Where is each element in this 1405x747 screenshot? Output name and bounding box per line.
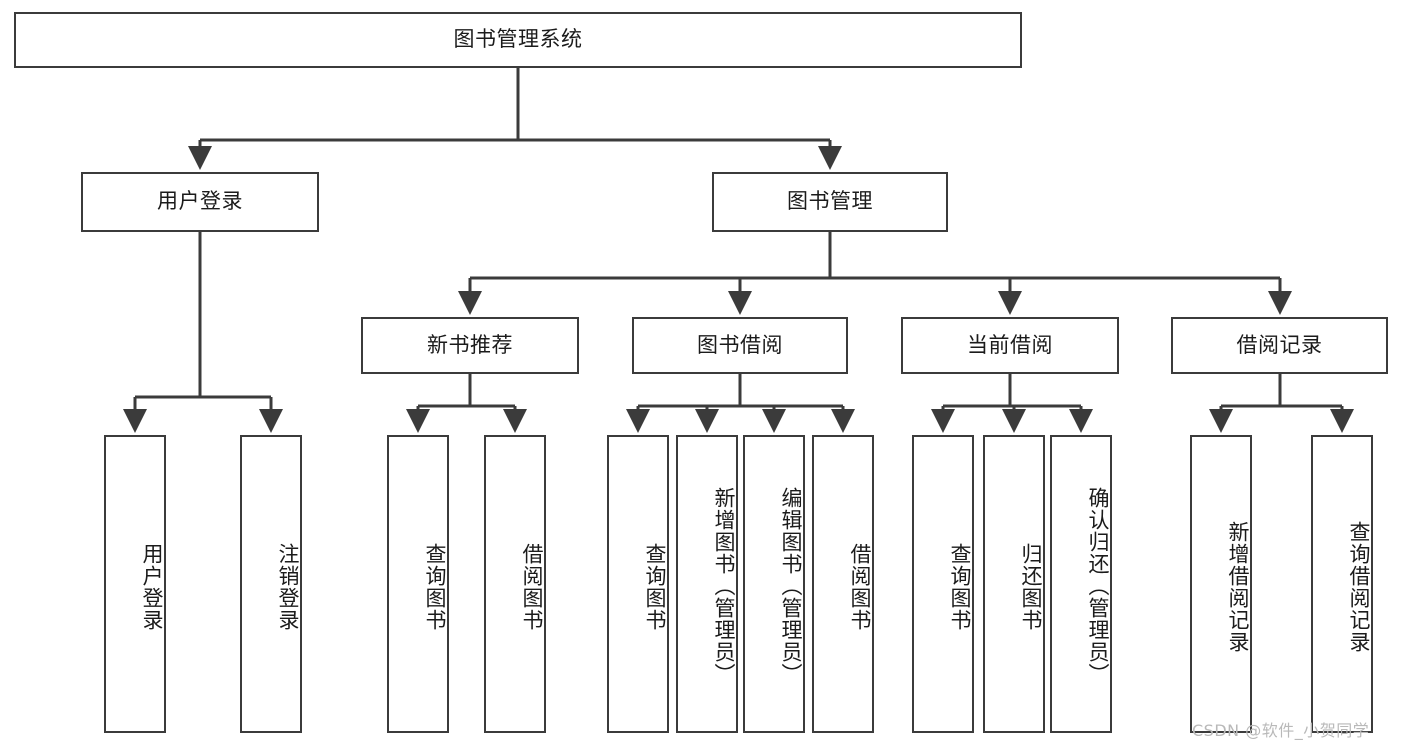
node-user-login[interactable]: 用户登录 bbox=[81, 172, 319, 232]
connector-userlogin-to-leaves bbox=[123, 232, 283, 433]
leaf-borrow-book-1[interactable]: 借阅图书 bbox=[484, 435, 546, 733]
leaf-confirm-return-admin[interactable]: 确认归还（管理员） bbox=[1050, 435, 1112, 733]
connector-title-to-level2 bbox=[188, 68, 842, 170]
node-title-system[interactable]: 图书管理系统 bbox=[14, 12, 1022, 68]
leaf-query-book-1[interactable]: 查询图书 bbox=[387, 435, 449, 733]
leaf-return-book[interactable]: 归还图书 bbox=[983, 435, 1045, 733]
connector-newbook-to-leaves bbox=[406, 374, 527, 433]
leaf-add-borrow-record[interactable]: 新增借阅记录 bbox=[1190, 435, 1252, 733]
leaf-query-book-2[interactable]: 查询图书 bbox=[607, 435, 669, 733]
leaf-borrow-book-2[interactable]: 借阅图书 bbox=[812, 435, 874, 733]
leaf-query-borrow-record[interactable]: 查询借阅记录 bbox=[1311, 435, 1373, 733]
connector-borrowrecord-to-leaves bbox=[1209, 374, 1354, 433]
node-book-borrow[interactable]: 图书借阅 bbox=[632, 317, 848, 374]
leaf-user-login[interactable]: 用户登录 bbox=[104, 435, 166, 733]
node-new-book-recommend[interactable]: 新书推荐 bbox=[361, 317, 579, 374]
leaf-query-book-3[interactable]: 查询图书 bbox=[912, 435, 974, 733]
leaf-logout-login[interactable]: 注销登录 bbox=[240, 435, 302, 733]
connector-bookborrow-to-leaves bbox=[626, 374, 855, 433]
node-current-borrow[interactable]: 当前借阅 bbox=[901, 317, 1119, 374]
node-book-management[interactable]: 图书管理 bbox=[712, 172, 948, 232]
leaf-add-book-admin[interactable]: 新增图书（管理员） bbox=[676, 435, 738, 733]
node-borrow-record[interactable]: 借阅记录 bbox=[1171, 317, 1388, 374]
connector-currentborrow-to-leaves bbox=[931, 374, 1093, 433]
leaf-edit-book-admin[interactable]: 编辑图书（管理员） bbox=[743, 435, 805, 733]
connector-bookmgmt-to-level3 bbox=[458, 232, 1292, 315]
